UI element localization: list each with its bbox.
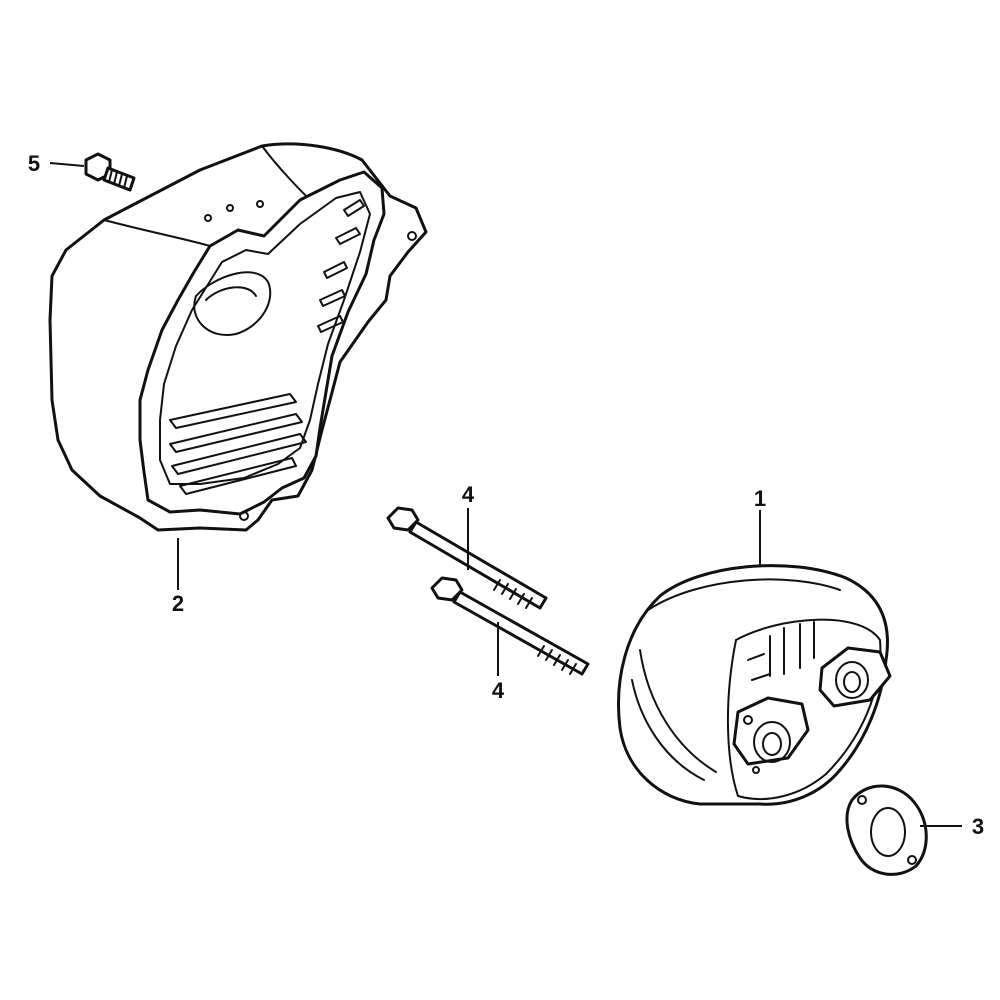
part-2-muffler-protector xyxy=(48,142,428,532)
callout-2: 2 xyxy=(171,591,185,616)
callout-1: 1 xyxy=(753,486,767,511)
callout-3: 3 xyxy=(971,814,985,839)
part-5-flange-bolt xyxy=(84,152,136,192)
part-3-gasket xyxy=(845,784,928,876)
part-4-bolt-lower xyxy=(430,576,590,676)
callout-4-lower: 4 xyxy=(491,678,505,703)
part-4-bolt-upper xyxy=(386,506,548,610)
leader-5 xyxy=(49,162,85,167)
callout-5: 5 xyxy=(27,151,41,176)
part-1-muffler xyxy=(617,564,892,806)
callout-4-upper: 4 xyxy=(461,482,475,507)
